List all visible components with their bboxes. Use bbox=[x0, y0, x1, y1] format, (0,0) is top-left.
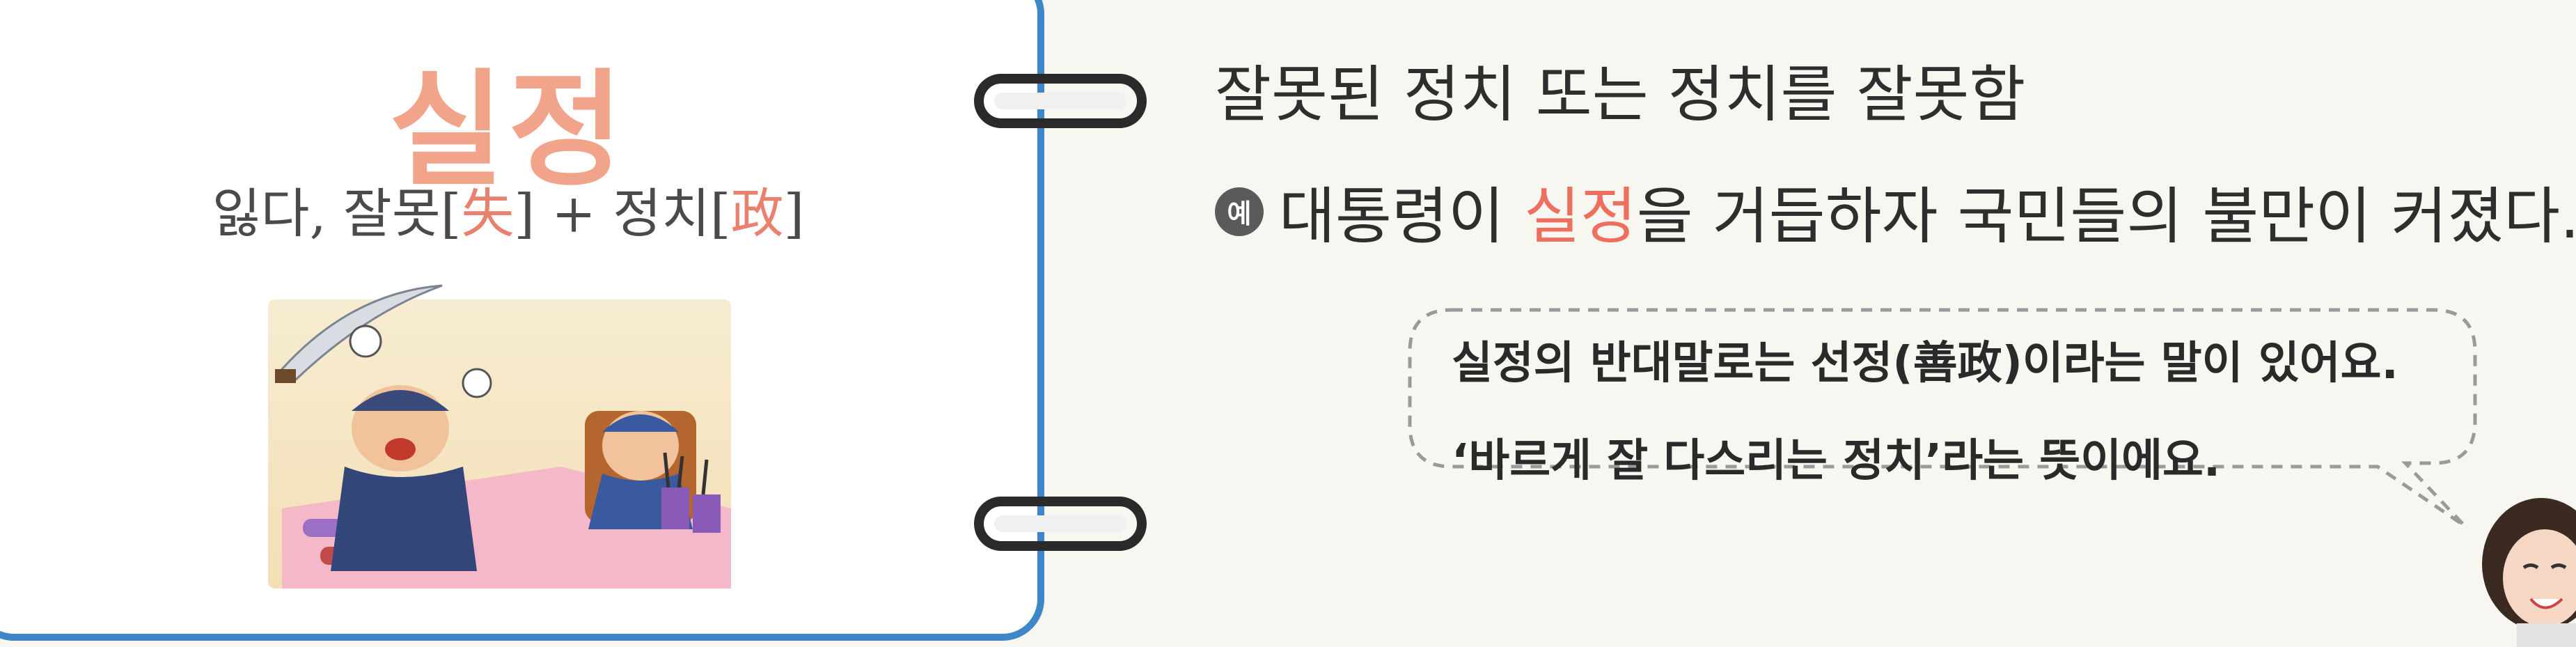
puff-1 bbox=[349, 325, 382, 358]
example-text: 대통령이 실정을 거듭하자 국민들의 불만이 커졌다. bbox=[1279, 167, 2576, 256]
tip-line-1: 실정의 반대말로는 선정(善政)이라는 말이 있어요. bbox=[1452, 338, 2398, 389]
angry-mouth bbox=[385, 438, 416, 460]
brush-holder-2 bbox=[693, 494, 721, 533]
tip-speech-bubble bbox=[1408, 308, 2477, 528]
binder-ring-top bbox=[974, 74, 1147, 128]
example-highlight: 실정 bbox=[1523, 180, 1637, 252]
brush-holder-1 bbox=[661, 488, 689, 529]
sword-hilt bbox=[275, 369, 296, 383]
angry-headband bbox=[352, 390, 449, 411]
word-breakdown: 잃다, 잘못[失] + 정치[政] bbox=[0, 171, 1016, 247]
breakdown-text-1: 잃다, 잘못[ bbox=[212, 182, 462, 244]
breakdown-text-2: ] + 정치[ bbox=[514, 182, 731, 244]
puff-2 bbox=[462, 368, 492, 398]
card-word: 실정 bbox=[388, 58, 628, 203]
hanja-2: 政 bbox=[730, 182, 784, 244]
sword-blade bbox=[280, 284, 443, 381]
breakdown-text-3: ] bbox=[783, 182, 805, 244]
angry-robe bbox=[331, 467, 477, 571]
example-sentence: 예 대통령이 실정을 거듭하자 국민들의 불만이 커졌다. bbox=[1215, 167, 2576, 256]
binder-ring-bottom bbox=[974, 497, 1147, 551]
seated-hat bbox=[602, 414, 679, 432]
example-after: 을 거듭하자 국민들의 불만이 커졌다. bbox=[1636, 180, 2576, 252]
teacher-avatar bbox=[2482, 498, 2576, 647]
example-badge: 예 bbox=[1215, 187, 1264, 236]
hanja-1: 失 bbox=[461, 182, 515, 244]
definition-text: 잘못된 정치 또는 정치를 잘못함 bbox=[1215, 59, 2026, 130]
tip-line-2: ‘바르게 잘 다스리는 정치’라는 뜻이에요. bbox=[1452, 435, 2221, 487]
illustration-king-scene bbox=[268, 284, 731, 588]
example-before: 대통령이 bbox=[1279, 180, 1524, 252]
